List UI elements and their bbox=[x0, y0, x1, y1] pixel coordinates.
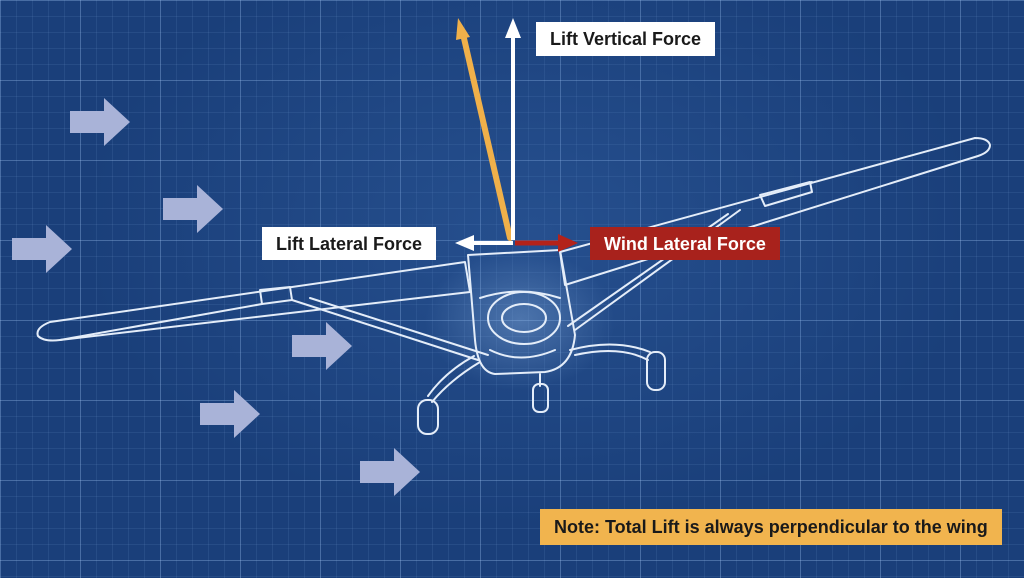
wind-arrow-icon bbox=[12, 225, 72, 273]
wind-arrows bbox=[12, 98, 420, 496]
wind-lateral-arrow bbox=[515, 234, 578, 252]
lift-vertical-force-label: Lift Vertical Force bbox=[536, 22, 716, 56]
lift-vertical-arrow bbox=[505, 18, 521, 240]
wind-arrow-icon bbox=[163, 185, 223, 233]
wind-arrow-icon bbox=[292, 322, 352, 370]
wind-arrow-icon bbox=[200, 390, 260, 438]
left-wing bbox=[36, 261, 471, 342]
fuselage bbox=[467, 249, 576, 375]
wind-arrow-icon bbox=[360, 448, 420, 496]
total-lift-arrow bbox=[456, 18, 513, 241]
lift-lateral-force-label: Lift Lateral Force bbox=[262, 227, 437, 260]
note-banner: Note: Total Lift is always perpendicular… bbox=[540, 509, 1002, 545]
lift-lateral-arrow bbox=[455, 235, 513, 251]
right-wing bbox=[559, 137, 991, 286]
wind-arrow-icon bbox=[70, 98, 130, 146]
airplane-outline bbox=[36, 137, 991, 435]
wind-lateral-force-label: Wind Lateral Force bbox=[590, 227, 780, 260]
